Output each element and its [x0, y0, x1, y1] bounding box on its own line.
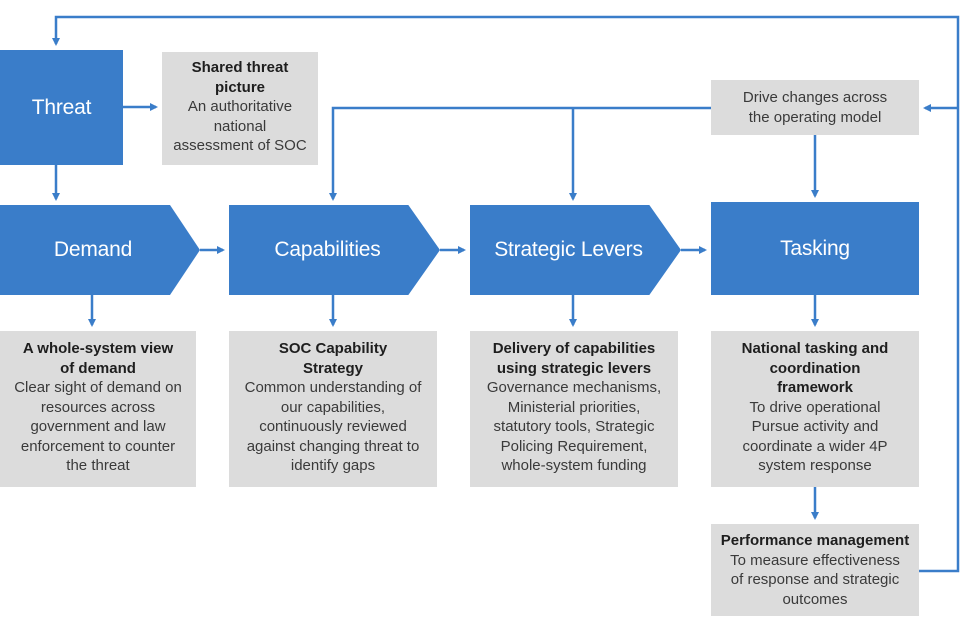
- arrow-drive-to-capabilities: [329, 106, 711, 201]
- national-tasking-title: National tasking and coordination framew…: [741, 340, 889, 396]
- strategic-levers-node: Strategic Levers: [470, 205, 681, 295]
- demand-view-title: A whole-system view of demand: [22, 340, 174, 377]
- delivery-body: Governance mechanisms, Ministerial prior…: [486, 379, 662, 474]
- national-tasking-note: National tasking and coordination framew…: [711, 331, 919, 487]
- strategic-levers-label: Strategic Levers: [494, 238, 643, 261]
- threat-node: Threat: [0, 50, 123, 165]
- performance-body: To measure effectiveness of response and…: [730, 551, 900, 608]
- tasking-label: Tasking: [780, 236, 850, 260]
- capability-strategy-note: SOC Capability Strategy Common understan…: [229, 331, 437, 487]
- shared-threat-note: Shared threat picture An authoritative n…: [162, 52, 318, 165]
- capability-strategy-body: Common understanding of our capabilities…: [244, 379, 422, 474]
- tasking-node: Tasking: [711, 202, 919, 295]
- delivery-note: Delivery of capabilities using strategic…: [470, 331, 678, 487]
- shared-threat-body: An authoritative national assessment of …: [173, 98, 307, 154]
- threat-label: Threat: [31, 95, 92, 119]
- demand-view-note: A whole-system view of demand Clear sigh…: [0, 331, 196, 487]
- capabilities-node: Capabilities: [229, 205, 440, 295]
- capabilities-label: Capabilities: [274, 238, 381, 261]
- capability-strategy-title: SOC Capability Strategy: [278, 340, 388, 377]
- performance-title: Performance management: [720, 532, 910, 549]
- demand-node: Demand: [0, 205, 200, 295]
- drive-changes-note: Drive changes across the operating model: [711, 80, 919, 135]
- national-tasking-body: To drive operational Pursue activity and…: [742, 398, 888, 475]
- drive-changes-body: Drive changes across the operating model: [742, 89, 888, 126]
- demand-view-body: Clear sight of demand on resources acros…: [14, 379, 182, 474]
- shared-threat-title: Shared threat picture: [191, 59, 289, 96]
- performance-note: Performance management To measure effect…: [711, 524, 919, 616]
- delivery-title: Delivery of capabilities using strategic…: [492, 340, 656, 377]
- feedback-loop-line: [52, 15, 960, 573]
- demand-label: Demand: [53, 238, 133, 261]
